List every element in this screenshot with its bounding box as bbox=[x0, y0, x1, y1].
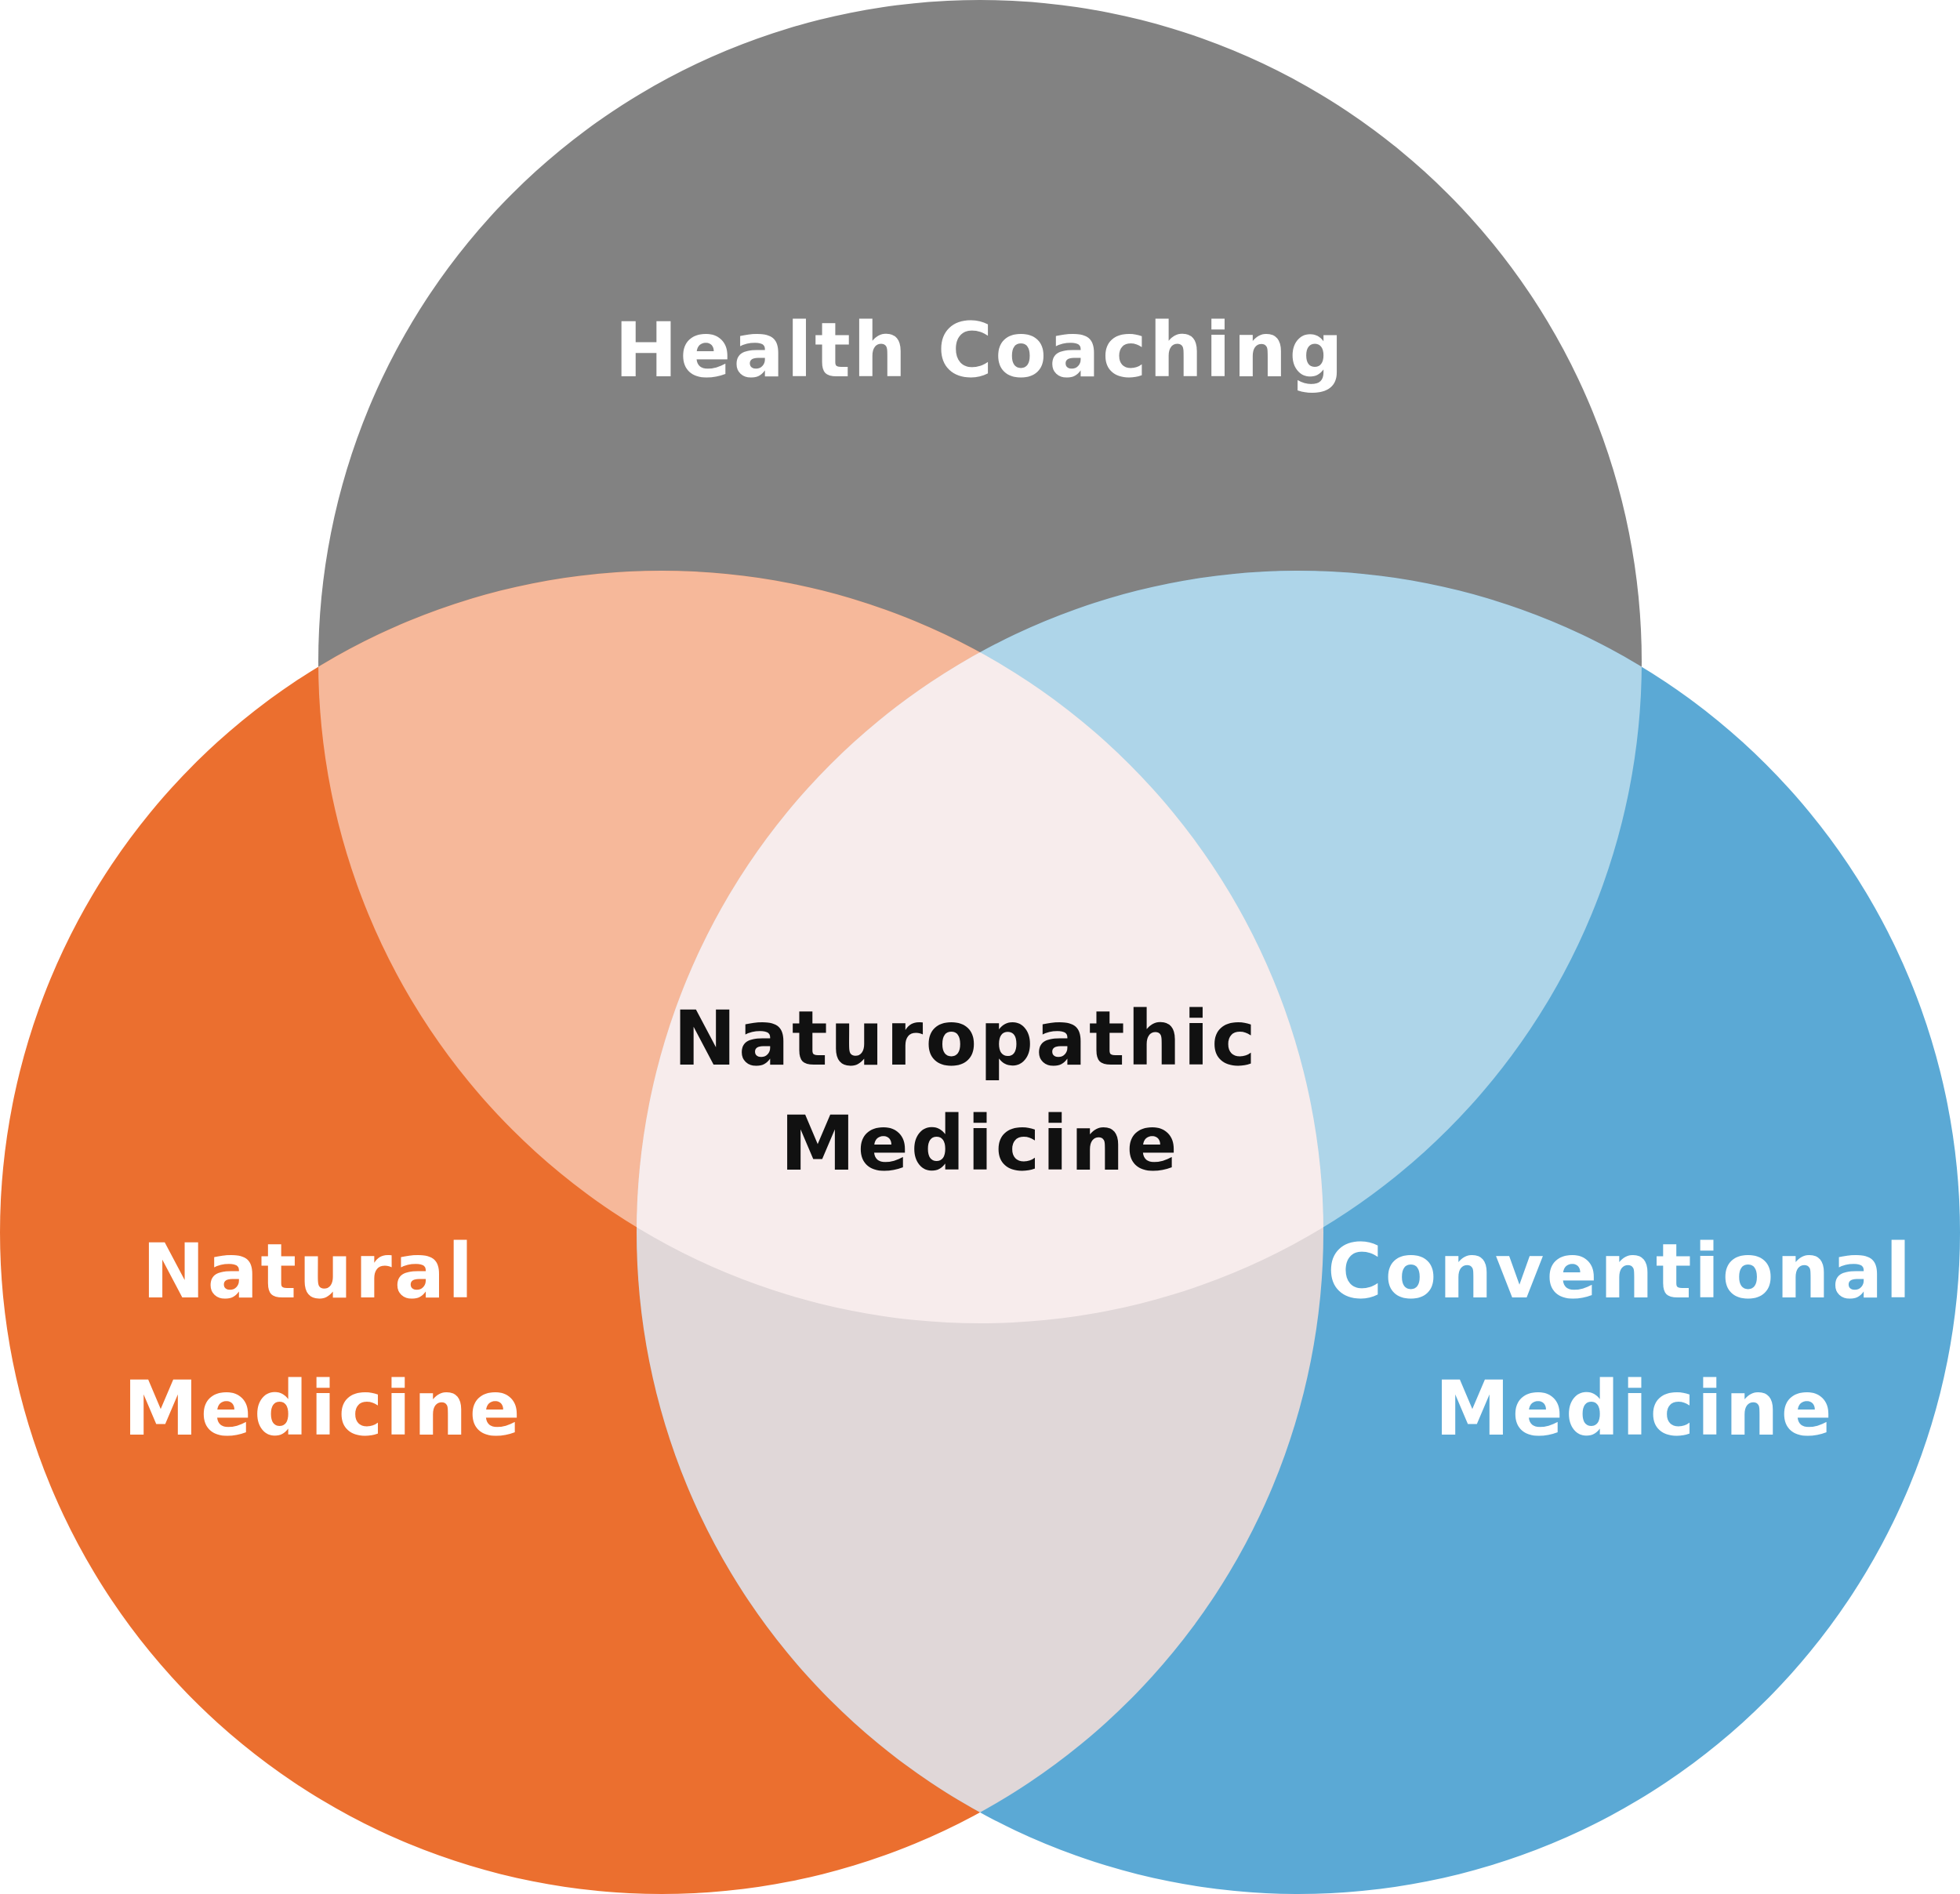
conventional-medicine-label: Conventional Medicine bbox=[1327, 1228, 1942, 1453]
health-coaching-label: Health Coaching bbox=[615, 307, 1345, 394]
natural-medicine-label-line-1: Natural bbox=[142, 1228, 475, 1315]
naturopathic-medicine-label-line-2: Medicine bbox=[780, 1100, 1180, 1188]
conventional-medicine-label-line-2: Medicine bbox=[1435, 1365, 1835, 1453]
naturopathic-medicine-label-line-1: Naturopathic bbox=[673, 995, 1258, 1083]
conventional-medicine-label-line-1: Conventional bbox=[1327, 1228, 1914, 1315]
overlap-all-three bbox=[637, 571, 1323, 1323]
natural-medicine-label: Natural Medicine bbox=[123, 1228, 523, 1453]
naturopathic-medicine-label: Naturopathic Medicine bbox=[673, 995, 1287, 1188]
natural-medicine-label-line-2: Medicine bbox=[123, 1365, 523, 1453]
